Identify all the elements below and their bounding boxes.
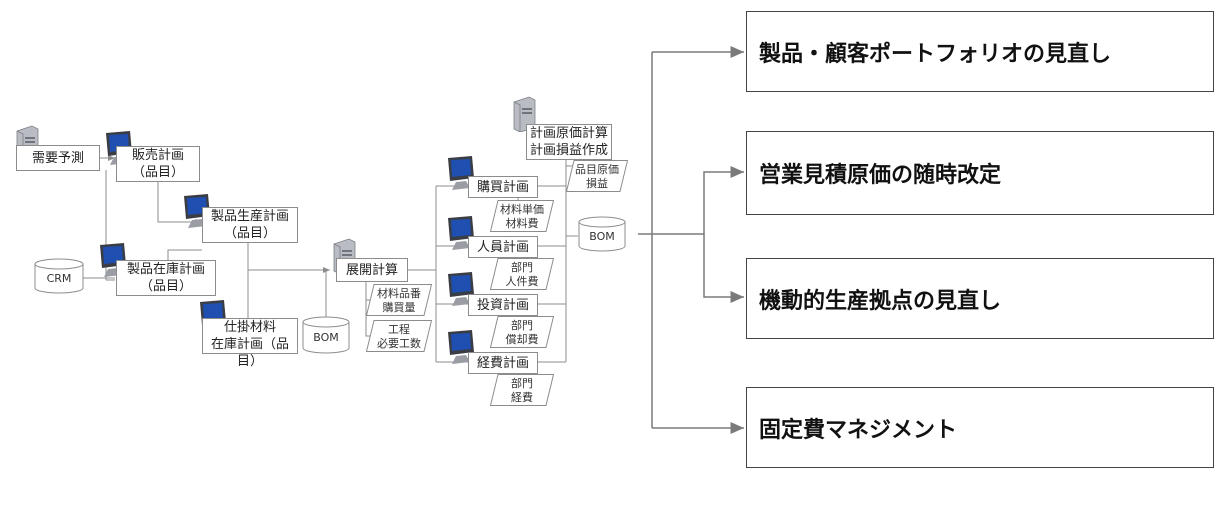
outcome-portfolio-review: 製品・顧客ポートフォリオの見直し bbox=[746, 11, 1214, 92]
crm-label: CRM bbox=[46, 272, 72, 285]
sales-plan-label: 販売計画 bbox=[131, 148, 184, 163]
process-hours-line1: 工程 bbox=[388, 323, 410, 336]
item-cost-output: 品目原価損益 bbox=[566, 160, 628, 192]
purchase-plan-label: 購買計画 bbox=[476, 180, 529, 195]
monitor-icon bbox=[448, 272, 474, 306]
dept-depreciation-output: 部門償却費 bbox=[490, 316, 554, 348]
process-hours-line2: 必要工数 bbox=[377, 337, 421, 350]
monitor-icon bbox=[448, 216, 474, 250]
bom-right-label: BOM bbox=[589, 230, 615, 243]
item-cost-line2: 損益 bbox=[586, 177, 608, 190]
wip-plan-sub: 在庫計画（品目） bbox=[210, 337, 289, 369]
investment-plan-label: 投資計画 bbox=[476, 298, 529, 313]
monitor-icon bbox=[448, 156, 474, 190]
monitor-icon bbox=[448, 330, 474, 364]
production-plan-sub: （品目） bbox=[223, 226, 276, 241]
staff-plan-box: 人員計画 bbox=[468, 236, 538, 258]
purchase-plan-box: 購買計画 bbox=[468, 176, 538, 198]
inventory-plan-box: 製品在庫計画 （品目） bbox=[116, 260, 216, 296]
inventory-plan-label: 製品在庫計画 bbox=[126, 262, 205, 277]
dept-expense-line2: 経費 bbox=[511, 391, 533, 404]
outcome-estimate-revision: 営業見積原価の随時改定 bbox=[746, 131, 1214, 215]
explosion-label: 展開計算 bbox=[345, 263, 398, 278]
production-plan-label: 製品生産計画 bbox=[210, 209, 289, 224]
bom-database-right: BOM bbox=[578, 216, 626, 252]
cost-calc-box: 計画原価計算 計画損益作成 bbox=[526, 124, 612, 160]
material-cost-line2: 材料費 bbox=[505, 217, 539, 230]
expense-plan-label: 経費計画 bbox=[476, 356, 529, 371]
investment-plan-box: 投資計画 bbox=[468, 294, 538, 316]
wip-plan-label: 仕掛材料 bbox=[223, 320, 276, 335]
material-qty-output: 材料品番購買量 bbox=[366, 284, 432, 316]
dept-depreciation-line2: 償却費 bbox=[505, 333, 539, 346]
material-qty-line2: 購買量 bbox=[382, 301, 416, 314]
sales-plan-sub: （品目） bbox=[131, 165, 184, 180]
item-cost-line1: 品目原価 bbox=[575, 163, 619, 176]
outcome-fixed-cost-management: 固定費マネジメント bbox=[746, 387, 1214, 468]
demand-forecast-box: 需要予測 bbox=[16, 145, 100, 171]
material-cost-line1: 材料単価 bbox=[500, 203, 544, 216]
explosion-box: 展開計算 bbox=[336, 258, 408, 282]
dept-personnel-output: 部門人件費 bbox=[490, 258, 554, 290]
demand-forecast-label: 需要予測 bbox=[31, 151, 84, 166]
crm-database: CRM bbox=[34, 258, 84, 294]
dept-depreciation-line1: 部門 bbox=[511, 319, 533, 332]
bom-left-label: BOM bbox=[313, 331, 339, 344]
wip-plan-box: 仕掛材料 在庫計画（品目） bbox=[202, 318, 298, 369]
expense-plan-box: 経費計画 bbox=[468, 352, 538, 374]
outcome-estimate-revision-label: 営業見積原価の随時改定 bbox=[759, 163, 1002, 188]
material-cost-output: 材料単価材料費 bbox=[490, 200, 554, 232]
dept-expense-output: 部門経費 bbox=[490, 374, 554, 406]
outcome-fixed-cost-management-label: 固定費マネジメント bbox=[759, 417, 958, 443]
outcome-portfolio-review-label: 製品・顧客ポートフォリオの見直し bbox=[759, 41, 1112, 67]
staff-plan-label: 人員計画 bbox=[476, 240, 529, 255]
process-hours-output: 工程必要工数 bbox=[366, 320, 432, 352]
dept-personnel-line1: 部門 bbox=[511, 261, 533, 274]
outcome-production-site-review-label: 機動的生産拠点の見直し bbox=[759, 288, 1002, 314]
sales-plan-box: 販売計画 （品目） bbox=[116, 146, 200, 182]
production-plan-box: 製品生産計画 （品目） bbox=[202, 207, 298, 243]
material-qty-line1: 材料品番 bbox=[377, 287, 421, 300]
dept-expense-line1: 部門 bbox=[511, 377, 533, 390]
cost-calc-label: 計画原価計算 bbox=[529, 126, 608, 141]
cost-calc-sub: 計画損益作成 bbox=[529, 143, 608, 158]
bom-database-left: BOM bbox=[302, 316, 350, 354]
inventory-plan-sub: （品目） bbox=[139, 279, 192, 294]
dept-personnel-line2: 人件費 bbox=[505, 275, 539, 288]
outcome-production-site-review: 機動的生産拠点の見直し bbox=[746, 258, 1214, 339]
